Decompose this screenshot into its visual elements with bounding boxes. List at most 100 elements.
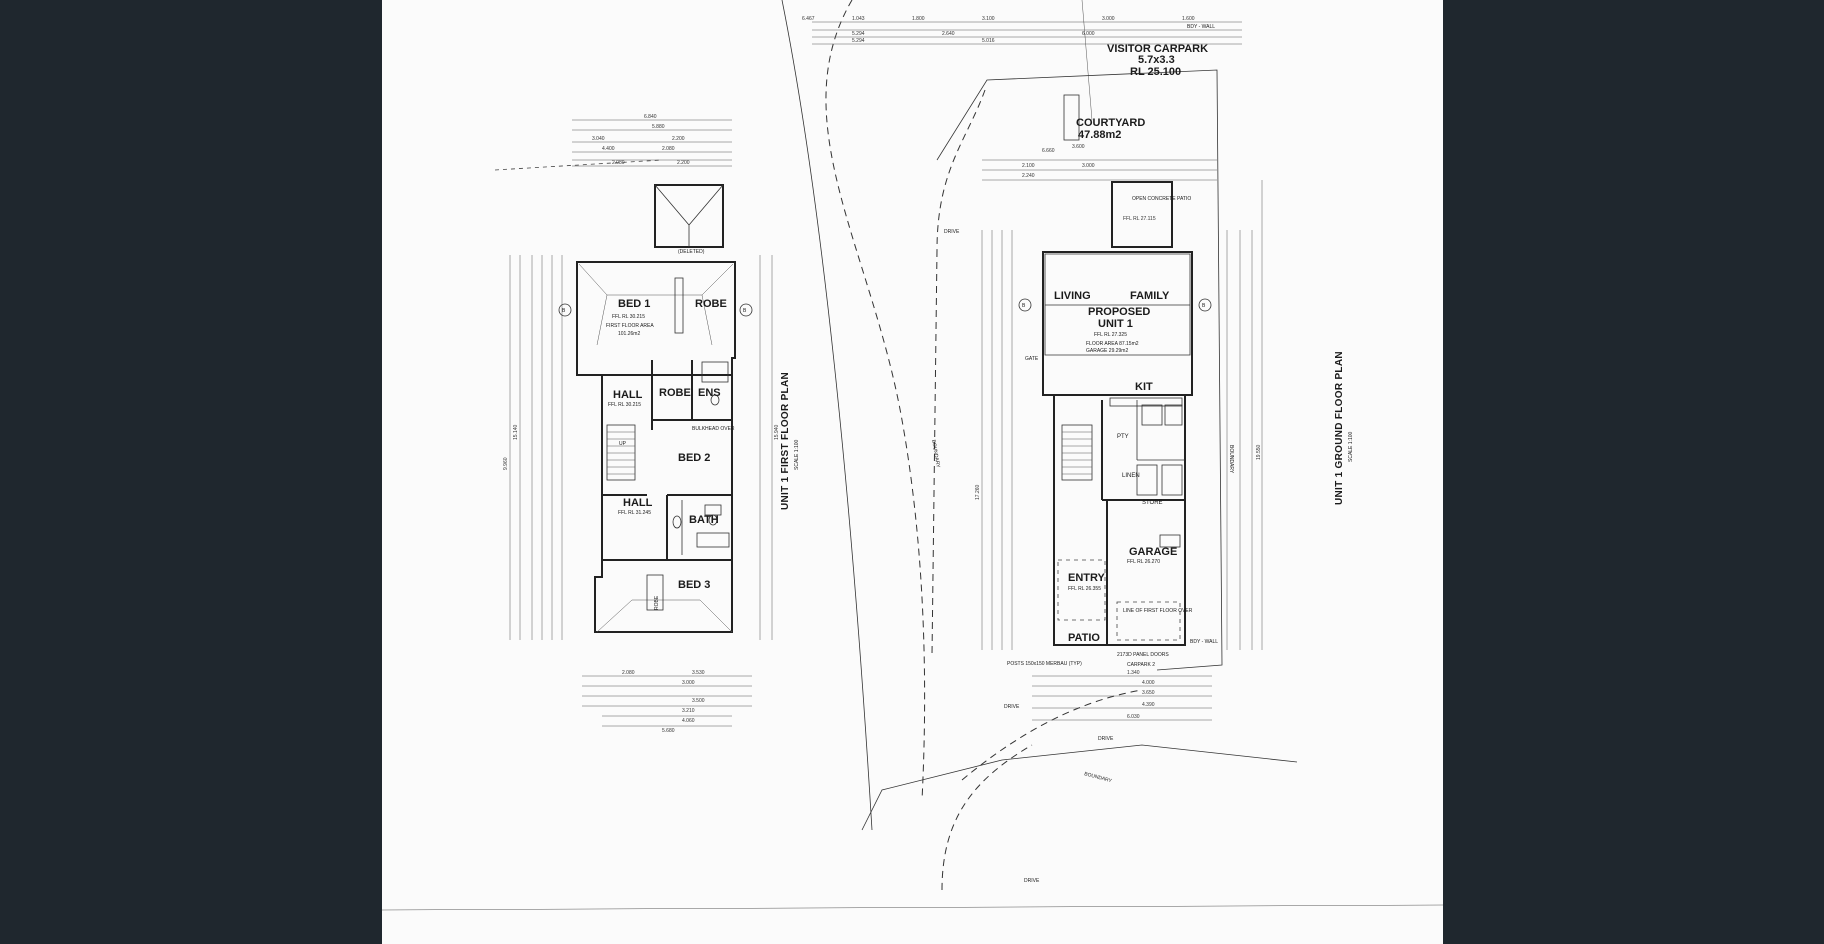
gf-family: FAMILY [1130, 290, 1170, 302]
svg-text:2.080: 2.080 [612, 160, 625, 166]
ff-left-dims: 9.960 15.140 [503, 255, 563, 640]
ff-room-bath: BATH [689, 514, 719, 526]
svg-text:2.200: 2.200 [672, 136, 685, 142]
gf-carpark-rl: RL 25.100 [1130, 66, 1181, 78]
ff-room-robe2: ROBE [659, 387, 691, 399]
first-floor-plan: 6.840 5.880 3.040 2.200 4.400 2.080 2.08… [503, 114, 800, 734]
ff-top-dims: 6.840 5.880 3.040 2.200 4.400 2.080 2.08… [572, 114, 732, 167]
site-drive-1: DRIVE [944, 229, 960, 235]
svg-text:1.043: 1.043 [852, 16, 865, 22]
svg-text:1.800: 1.800 [912, 16, 925, 22]
ff-up: UP [619, 441, 627, 447]
ff-room-bed1: BED 1 [618, 298, 650, 310]
ff-right-dims: 15.940 [759, 255, 780, 640]
svg-text:5.880: 5.880 [652, 124, 665, 130]
svg-text:15.940: 15.940 [774, 424, 780, 440]
svg-text:15.140: 15.140 [513, 424, 519, 440]
svg-text:2.200: 2.200 [677, 160, 690, 166]
gf-scale: SCALE 1:100 [1348, 431, 1354, 462]
gf-ffl-unit: FFL RL 27.325 [1094, 332, 1127, 338]
gf-ffl-entry: FFL RL 26.355 [1068, 586, 1101, 592]
site-boundary-2: BOUNDARY [1228, 445, 1234, 474]
gf-left-dims: 17.260 [975, 230, 1013, 650]
ff-bottom-dims: 2.080 3.530 3.000 3.500 3.210 4.060 5.68… [582, 670, 752, 734]
gf-line-first-floor: LINE OF FIRST FLOOR OVER [1123, 608, 1193, 614]
gf-gate: GATE [1025, 356, 1039, 362]
svg-text:19.550: 19.550 [1256, 444, 1262, 460]
svg-text:3.600: 3.600 [1072, 144, 1085, 150]
svg-text:3.000: 3.000 [682, 680, 695, 686]
gf-bdy-wall: BDY - WALL [1190, 639, 1218, 645]
svg-text:2.640: 2.640 [942, 31, 955, 37]
svg-text:6.840: 6.840 [644, 114, 657, 120]
ff-stairs [606, 424, 636, 481]
svg-text:3.210: 3.210 [682, 708, 695, 714]
gf-entry: ENTRY [1068, 572, 1106, 584]
svg-text:3.500: 3.500 [692, 698, 705, 704]
ff-room-ens: ENS [698, 387, 721, 399]
ff-scale: SCALE 1:100 [794, 439, 800, 470]
gf-posts: POSTS 150x150 MERBAU (TYP) [1007, 661, 1082, 667]
svg-text:3.000: 3.000 [1082, 163, 1095, 169]
gf-bottom-dims: 1.340 4.000 3.650 4.390 6.030 [1032, 670, 1212, 721]
svg-text:5.016: 5.016 [982, 38, 995, 44]
svg-text:5.680: 5.680 [662, 728, 675, 734]
site-drive-2: DRIVE [1004, 704, 1020, 710]
svg-text:3.650: 3.650 [1142, 690, 1155, 696]
ff-room-robe1: ROBE [695, 298, 727, 310]
ff-room-hall1: HALL [613, 389, 643, 401]
ff-room-bed2: BED 2 [678, 452, 710, 464]
gf-unit: UNIT 1 [1098, 318, 1133, 330]
gf-carpark-size: 5.7x3.3 [1138, 54, 1175, 66]
gf-ffl-garage: FFL RL 26.270 [1127, 559, 1160, 565]
gf-store: STORE [1142, 500, 1163, 506]
top-dimensions: 6.467 1.043 1.800 3.100 3.000 1.600 5.29… [802, 16, 1242, 45]
svg-text:4.060: 4.060 [682, 718, 695, 724]
svg-text:3.040: 3.040 [592, 136, 605, 142]
gf-visitor-carpark: VISITOR CARPARK [1107, 43, 1208, 55]
svg-text:4.390: 4.390 [1142, 702, 1155, 708]
gf-courtyard: COURTYARD [1076, 117, 1145, 129]
svg-text:2.080: 2.080 [662, 146, 675, 152]
ff-title: UNIT 1 FIRST FLOOR PLAN [780, 372, 791, 510]
svg-text:9.960: 9.960 [503, 457, 509, 470]
gf-garage: GARAGE [1129, 546, 1177, 558]
site-labels: DRIVE DRIVE DRIVE DRIVE BOUNDARY BOUNDAR… [930, 229, 1234, 884]
gf-courtyard-area: 47.88m2 [1078, 129, 1121, 141]
ff-ffl-hall2: FFL RL 31.245 [618, 510, 651, 516]
ff-room-hall2: HALL [623, 497, 653, 509]
ff-room-robe3: ROBE [654, 595, 660, 610]
ff-room-bed3: BED 3 [678, 579, 710, 591]
svg-text:17.260: 17.260 [975, 484, 981, 500]
svg-text:5.294: 5.294 [852, 38, 865, 44]
svg-text:6.467: 6.467 [802, 16, 815, 22]
floor-plan-drawing: 6.467 1.043 1.800 3.100 3.000 1.600 5.29… [382, 0, 1443, 911]
gf-living: LIVING [1054, 290, 1091, 302]
gf-linen: LINEN [1122, 473, 1140, 479]
svg-text:6.030: 6.030 [1127, 714, 1140, 720]
svg-text:1.600: 1.600 [1182, 16, 1195, 22]
svg-text:6.000: 6.000 [1082, 31, 1095, 37]
svg-text:(DELETED): (DELETED) [678, 249, 705, 255]
svg-text:B: B [1022, 303, 1026, 309]
svg-text:1.340: 1.340 [1127, 670, 1140, 676]
svg-text:3.000: 3.000 [1102, 16, 1115, 22]
gf-carpark2: CARPARK 2 [1127, 662, 1155, 668]
ff-bulkhead: BULKHEAD OVER [692, 426, 735, 432]
site-drive-4: DRIVE [1024, 878, 1040, 884]
svg-text:3.100: 3.100 [982, 16, 995, 22]
ff-ffl-bed1: FFL RL 30.215 [612, 314, 645, 320]
gf-title: UNIT 1 GROUND FLOOR PLAN [1334, 351, 1345, 505]
gf-proposed: PROPOSED [1088, 306, 1150, 318]
ff-area-value: 101.26m2 [618, 331, 640, 337]
svg-text:2.240: 2.240 [1022, 173, 1035, 179]
site-boundary-3: BOUNDARY [1083, 771, 1112, 784]
ground-floor-plan: 6.660 3.600 2.100 3.000 2.240 OPEN CONCR… [931, 24, 1354, 721]
gf-right-dims: 19.550 [1226, 180, 1263, 650]
site-lines [382, 0, 1443, 911]
gf-open-patio: OPEN CONCRETE PATIO [1132, 196, 1191, 202]
gf-patio: PATIO [1068, 632, 1100, 644]
svg-text:6.660: 6.660 [1042, 148, 1055, 154]
site-boundary-1: BOUNDARY [930, 439, 941, 469]
svg-text:FFL RL 27.115: FFL RL 27.115 [1123, 216, 1156, 222]
